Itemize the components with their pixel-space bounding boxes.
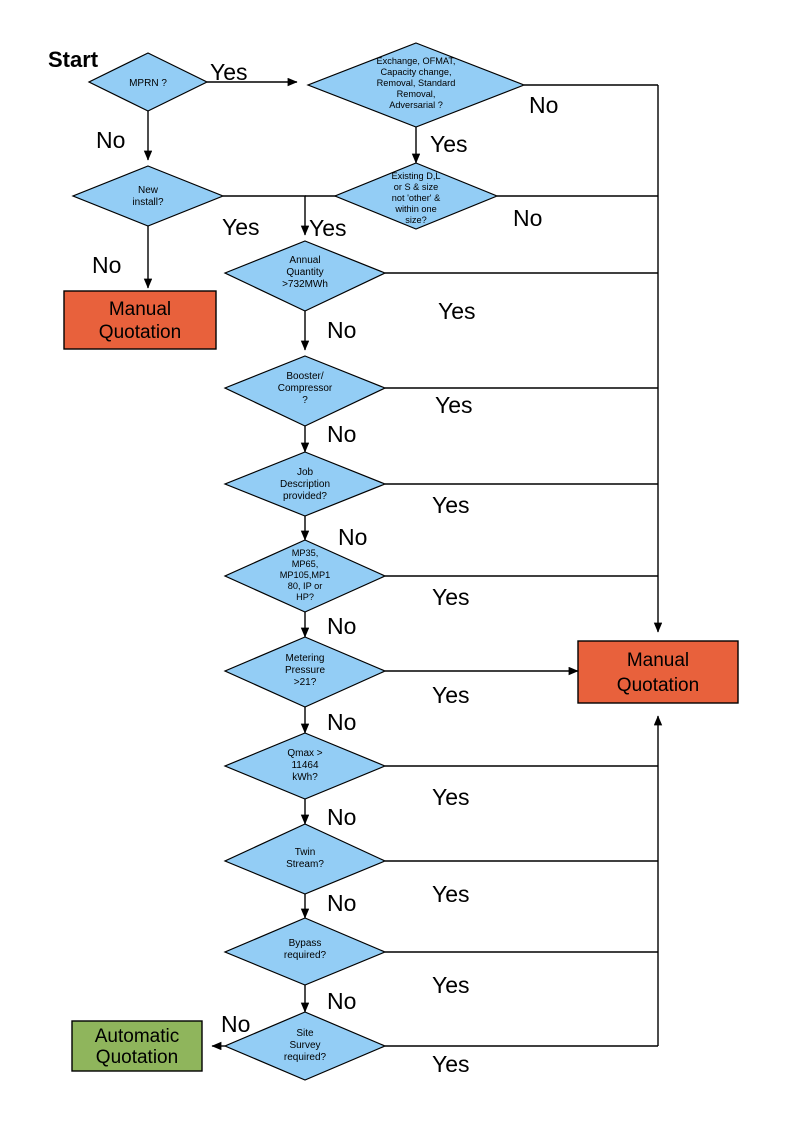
decision-mp-line-4: HP? (296, 592, 314, 602)
decision-metering-line-2: >21? (294, 677, 317, 688)
decision-bypass-line-1: required? (284, 950, 327, 961)
decision-new-install[interactable]: New install? (71, 165, 225, 227)
decision-site-survey[interactable]: Site Survey required? (223, 1011, 387, 1081)
decision-twin-line-0: Twin (295, 847, 316, 858)
label-qmax-no: No (327, 804, 356, 830)
decision-booster-line-0: Booster/ (286, 371, 323, 382)
decision-sitesurvey-line-1: Survey (289, 1040, 320, 1051)
decision-existing-line-1: or S & size (394, 182, 438, 192)
decision-qmax-line-1: 11464 (291, 760, 319, 771)
decision-job-description[interactable]: Job Description provided? (223, 451, 387, 517)
label-mp-yes: Yes (432, 584, 470, 610)
terminal-manual-right[interactable]: Manual Quotation (577, 640, 739, 704)
terminal-manual-left[interactable]: Manual Quotation (63, 290, 217, 350)
label-newinstall-yes: Yes (222, 214, 260, 240)
decision-existing-line-4: size? (405, 215, 426, 225)
decision-mprn-line-0: MPRN ? (129, 78, 167, 89)
label-metering-yes: Yes (432, 682, 470, 708)
decision-booster-line-1: Compressor (278, 383, 333, 394)
label-existing-no: No (513, 205, 542, 231)
decision-qmax[interactable]: Qmax > 11464 kWh? (223, 732, 387, 800)
terminal-manual-right-line-1: Quotation (617, 675, 699, 696)
terminal-automatic-line-1: Quotation (96, 1047, 178, 1068)
label-bypass-no: No (327, 988, 356, 1014)
decision-jobdesc-line-0: Job (297, 467, 314, 478)
label-booster-no: No (327, 421, 356, 447)
label-booster-yes: Yes (435, 392, 473, 418)
label-annual-yes: Yes (438, 298, 476, 324)
label-twin-no: No (327, 890, 356, 916)
terminal-manual-left-line-1: Quotation (99, 322, 181, 343)
decision-new-install-line-0: New (138, 185, 159, 196)
decision-existing-line-3: within one (394, 204, 436, 214)
decision-mprn[interactable]: MPRN ? (87, 52, 209, 112)
decision-exchange-line-1: Capacity change, (381, 67, 452, 77)
decision-existing-line-2: not 'other' & (392, 193, 440, 203)
decision-existing[interactable]: Existing D,L or S & size not 'other' & w… (333, 162, 499, 230)
decision-metering-line-1: Pressure (285, 665, 325, 676)
decision-sitesurvey-line-2: required? (284, 1052, 327, 1063)
label-existing-yes: Yes (309, 215, 347, 241)
edge-labels: Yes No No Yes Yes No Yes No Yes No Yes N… (92, 59, 558, 1077)
start-label: Start (48, 47, 99, 72)
connectors (143, 77, 663, 1051)
decision-new-install-line-1: install? (132, 197, 164, 208)
decision-bypass-line-0: Bypass (289, 938, 322, 949)
decision-metering-pressure[interactable]: Metering Pressure >21? (223, 636, 387, 708)
decision-annual-line-0: Annual (289, 255, 320, 266)
decision-existing-line-0: Existing D,L (391, 171, 440, 181)
decision-mp-rating[interactable]: MP35, MP65, MP105,MP1 80, IP or HP? (223, 539, 387, 613)
label-annual-no: No (327, 317, 356, 343)
decision-jobdesc-line-1: Description (280, 479, 330, 490)
label-mprn-yes: Yes (210, 59, 248, 85)
label-twin-yes: Yes (432, 881, 470, 907)
decision-annual-line-2: >732MWh (282, 279, 328, 290)
label-exchange-no: No (529, 92, 558, 118)
terminal-automatic[interactable]: Automatic Quotation (71, 1020, 203, 1072)
decision-twin-line-1: Stream? (286, 859, 324, 870)
decision-mp-line-2: MP105,MP1 (280, 570, 331, 580)
label-exchange-yes: Yes (430, 131, 468, 157)
label-bypass-yes: Yes (432, 972, 470, 998)
decision-annual-quantity[interactable]: Annual Quantity >732MWh (223, 240, 387, 312)
terminal-manual-right-line-0: Manual (627, 650, 689, 671)
decision-booster-line-2: ? (302, 395, 308, 406)
decision-exchange-line-3: Removal, (397, 89, 436, 99)
terminal-manual-left-line-0: Manual (109, 299, 171, 320)
label-mp-no: No (327, 613, 356, 639)
decision-booster[interactable]: Booster/ Compressor ? (223, 355, 387, 427)
decision-twin-stream[interactable]: Twin Stream? (223, 823, 387, 895)
label-mprn-no: No (96, 127, 125, 153)
decision-qmax-line-2: kWh? (292, 772, 318, 783)
label-sitesurvey-no: No (221, 1011, 250, 1037)
label-jobdesc-yes: Yes (432, 492, 470, 518)
decision-mp-line-3: 80, IP or (288, 581, 323, 591)
label-newinstall-no: No (92, 252, 121, 278)
decision-bypass[interactable]: Bypass required? (223, 917, 387, 986)
decision-qmax-line-0: Qmax > (287, 748, 322, 759)
terminal-automatic-line-0: Automatic (95, 1026, 179, 1047)
label-metering-no: No (327, 709, 356, 735)
label-qmax-yes: Yes (432, 784, 470, 810)
decision-sitesurvey-line-0: Site (296, 1028, 314, 1039)
decision-mp-line-1: MP65, (292, 559, 319, 569)
label-jobdesc-no: No (338, 524, 367, 550)
decision-annual-line-1: Quantity (286, 267, 323, 278)
decision-exchange-line-4: Adversarial ? (389, 100, 443, 110)
decision-exchange-line-0: Exchange, OFMAT, (377, 56, 456, 66)
decision-exchange[interactable]: Exchange, OFMAT, Capacity change, Remova… (306, 42, 526, 128)
decision-metering-line-0: Metering (286, 653, 325, 664)
decision-exchange-line-2: Removal, Standard (377, 78, 456, 88)
label-sitesurvey-yes: Yes (432, 1051, 470, 1077)
decision-jobdesc-line-2: provided? (283, 491, 327, 502)
decision-mp-line-0: MP35, (292, 548, 319, 558)
